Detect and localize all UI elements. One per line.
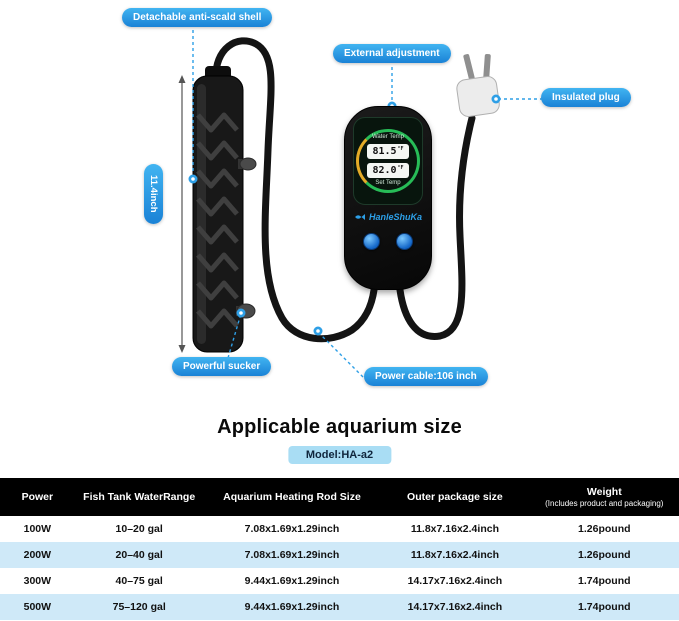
callout-anti-scald-shell: Detachable anti-scald shell <box>122 8 273 27</box>
table-row: 100W 10–20 gal 7.08x1.69x1.29inch 11.8x7… <box>0 516 679 542</box>
cell-package-size: 14.17x7.16x2.4inch <box>407 601 503 613</box>
cell-rod-size: 7.08x1.69x1.29inch <box>244 523 340 535</box>
col-header-package-size: Outer package size <box>380 478 530 516</box>
cell-rod-size: 9.44x1.69x1.29inch <box>244 575 340 587</box>
col-header-weight: Weight (Includes product and packaging) <box>529 478 679 516</box>
callout-powerful-sucker: Powerful sucker <box>172 357 272 376</box>
col-header-water-range: Fish Tank WaterRange <box>74 478 204 516</box>
set-temp-label: Set Temp <box>375 180 401 186</box>
water-temp-label: Water Temp <box>371 134 404 141</box>
cell-water-range: 75–120 gal <box>112 601 166 613</box>
cell-package-size: 14.17x7.16x2.4inch <box>407 575 503 587</box>
temperature-controller: Water Temp 81.5 °F 82.0 °F Set Temp Hanl… <box>344 106 432 290</box>
cell-weight: 1.26pound <box>578 523 631 535</box>
power-plug-icon <box>456 53 500 117</box>
power-cable-line <box>212 37 476 343</box>
callout-rod-length: 11.4inch <box>144 164 163 224</box>
callout-external-adjustment: External adjustment <box>333 44 451 63</box>
lcd-gauge-ring-icon <box>356 129 420 193</box>
table-row: 200W 20–40 gal 7.08x1.69x1.29inch 11.8x7… <box>0 542 679 568</box>
table-row: 500W 75–120 gal 9.44x1.69x1.29inch 14.17… <box>0 594 679 620</box>
set-temp-readout: 82.0 °F <box>367 163 409 178</box>
water-temp-readout: 81.5 °F <box>367 144 409 159</box>
col-header-weight-note: (Includes product and packaging) <box>545 498 664 508</box>
callout-insulated-plug: Insulated plug <box>541 88 631 107</box>
brand-name: HanleShuKa <box>368 212 422 222</box>
cell-rod-size: 7.08x1.69x1.29inch <box>244 549 340 561</box>
cell-rod-size: 9.44x1.69x1.29inch <box>244 601 340 613</box>
set-temp-value: 82.0 <box>372 165 397 176</box>
cell-power: 500W <box>23 601 52 613</box>
section-title: Applicable aquarium size <box>217 416 462 438</box>
cell-water-range: 40–75 gal <box>115 575 163 587</box>
col-header-power: Power <box>0 478 75 516</box>
heating-rod <box>192 66 257 353</box>
lcd-display: Water Temp 81.5 °F 82.0 °F Set Temp <box>353 117 423 205</box>
cell-package-size: 11.8x7.16x2.4inch <box>410 549 499 561</box>
cell-water-range: 20–40 gal <box>115 549 163 561</box>
temp-unit: °F <box>397 165 404 171</box>
cell-weight: 1.26pound <box>578 549 631 561</box>
callout-power-cable: Power cable:106 inch <box>364 367 488 386</box>
spec-table: Power Fish Tank WaterRange Aquarium Heat… <box>0 478 679 620</box>
cell-weight: 1.74pound <box>578 601 631 613</box>
table-row: 300W 40–75 gal 9.44x1.69x1.29inch 14.17x… <box>0 568 679 594</box>
cell-water-range: 10–20 gal <box>115 523 163 535</box>
cell-power: 300W <box>23 575 52 587</box>
model-badge: Model:HA-a2 <box>287 446 392 464</box>
cell-power: 200W <box>23 549 52 561</box>
brand-logo: HanleShuKa <box>354 212 422 222</box>
water-temp-value: 81.5 <box>372 146 397 157</box>
controller-button-right <box>396 233 413 250</box>
spec-table-header: Power Fish Tank WaterRange Aquarium Heat… <box>0 478 679 516</box>
controller-button-left <box>363 233 380 250</box>
cell-package-size: 11.8x7.16x2.4inch <box>410 523 499 535</box>
fish-icon <box>354 214 365 220</box>
callout-dashed-lines <box>192 30 543 378</box>
controller-buttons <box>363 233 413 250</box>
length-measurement-arrow <box>178 75 186 353</box>
col-header-weight-title: Weight <box>586 485 622 498</box>
illustration-artwork <box>178 30 543 378</box>
cell-weight: 1.74pound <box>578 575 631 587</box>
temp-unit: °F <box>397 146 404 152</box>
cell-power: 100W <box>23 523 52 535</box>
col-header-rod-size: Aquarium Heating Rod Size <box>203 478 381 516</box>
